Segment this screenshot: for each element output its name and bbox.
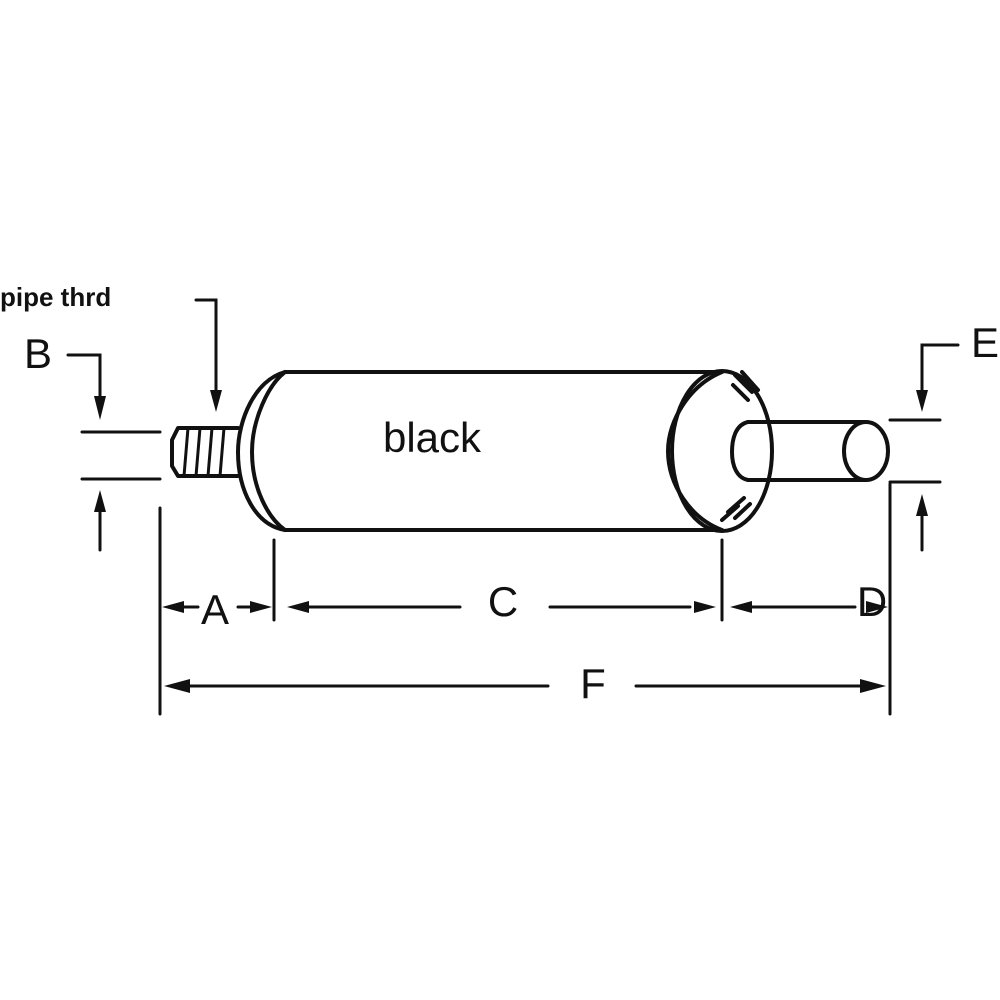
dimension-e-arrow-top bbox=[916, 390, 928, 412]
dimension-c-arrow-left bbox=[287, 601, 309, 613]
inlet-outline bbox=[170, 426, 240, 478]
dimension-e: E bbox=[888, 319, 999, 552]
dimension-f-label: F bbox=[580, 660, 606, 707]
threaded-inlet bbox=[170, 426, 240, 478]
pipe-thread-leader bbox=[194, 298, 218, 394]
outlet-pipe bbox=[730, 420, 890, 482]
dimension-d-arrow-left bbox=[730, 601, 752, 613]
dimension-e-arrow-bottom bbox=[916, 494, 928, 516]
dimension-d-label: D bbox=[857, 578, 887, 625]
dimension-e-label: E bbox=[971, 319, 999, 366]
dimension-a-arrow-left bbox=[162, 601, 184, 613]
dimension-a-arrow-right bbox=[250, 601, 272, 613]
dimension-f: F bbox=[164, 660, 886, 707]
pipe-thread-label: pipe thrd bbox=[0, 282, 111, 312]
seam-mark-top bbox=[731, 370, 760, 402]
dimension-b-arrow-top bbox=[94, 396, 106, 420]
dimension-d-arrow-right bbox=[866, 601, 888, 613]
right-end-cap-rim bbox=[666, 370, 724, 532]
muffler-body bbox=[236, 369, 774, 533]
dimension-a: A bbox=[162, 586, 272, 633]
left-end-cap-inner bbox=[250, 370, 287, 532]
dimension-b-label: B bbox=[24, 330, 52, 377]
dimension-b-arrow-bottom bbox=[94, 490, 106, 512]
dimension-c-label: C bbox=[488, 578, 518, 625]
dimension-f-arrow-left bbox=[164, 679, 190, 693]
outlet-opening bbox=[842, 420, 890, 482]
body-color-note: black bbox=[383, 414, 482, 461]
horizontal-extension-lines bbox=[158, 482, 892, 716]
outlet-base bbox=[730, 420, 750, 482]
dimension-d: D bbox=[730, 578, 888, 625]
left-end-cap-outer bbox=[236, 370, 287, 532]
dimension-c-arrow-right bbox=[694, 601, 716, 613]
dimension-b-leader-top bbox=[66, 353, 102, 402]
seam-mark-bottom bbox=[720, 496, 752, 522]
dimension-a-label: A bbox=[201, 586, 229, 633]
dimension-f-arrow-right bbox=[860, 679, 886, 693]
pipe-thread-arrowhead bbox=[210, 390, 222, 412]
pipe-thread-callout: pipe thrd bbox=[0, 282, 222, 412]
dimension-c: C bbox=[287, 578, 716, 625]
dimension-b: B bbox=[24, 330, 162, 552]
dimension-e-leader-top bbox=[920, 343, 960, 394]
thread-lines bbox=[182, 426, 226, 478]
